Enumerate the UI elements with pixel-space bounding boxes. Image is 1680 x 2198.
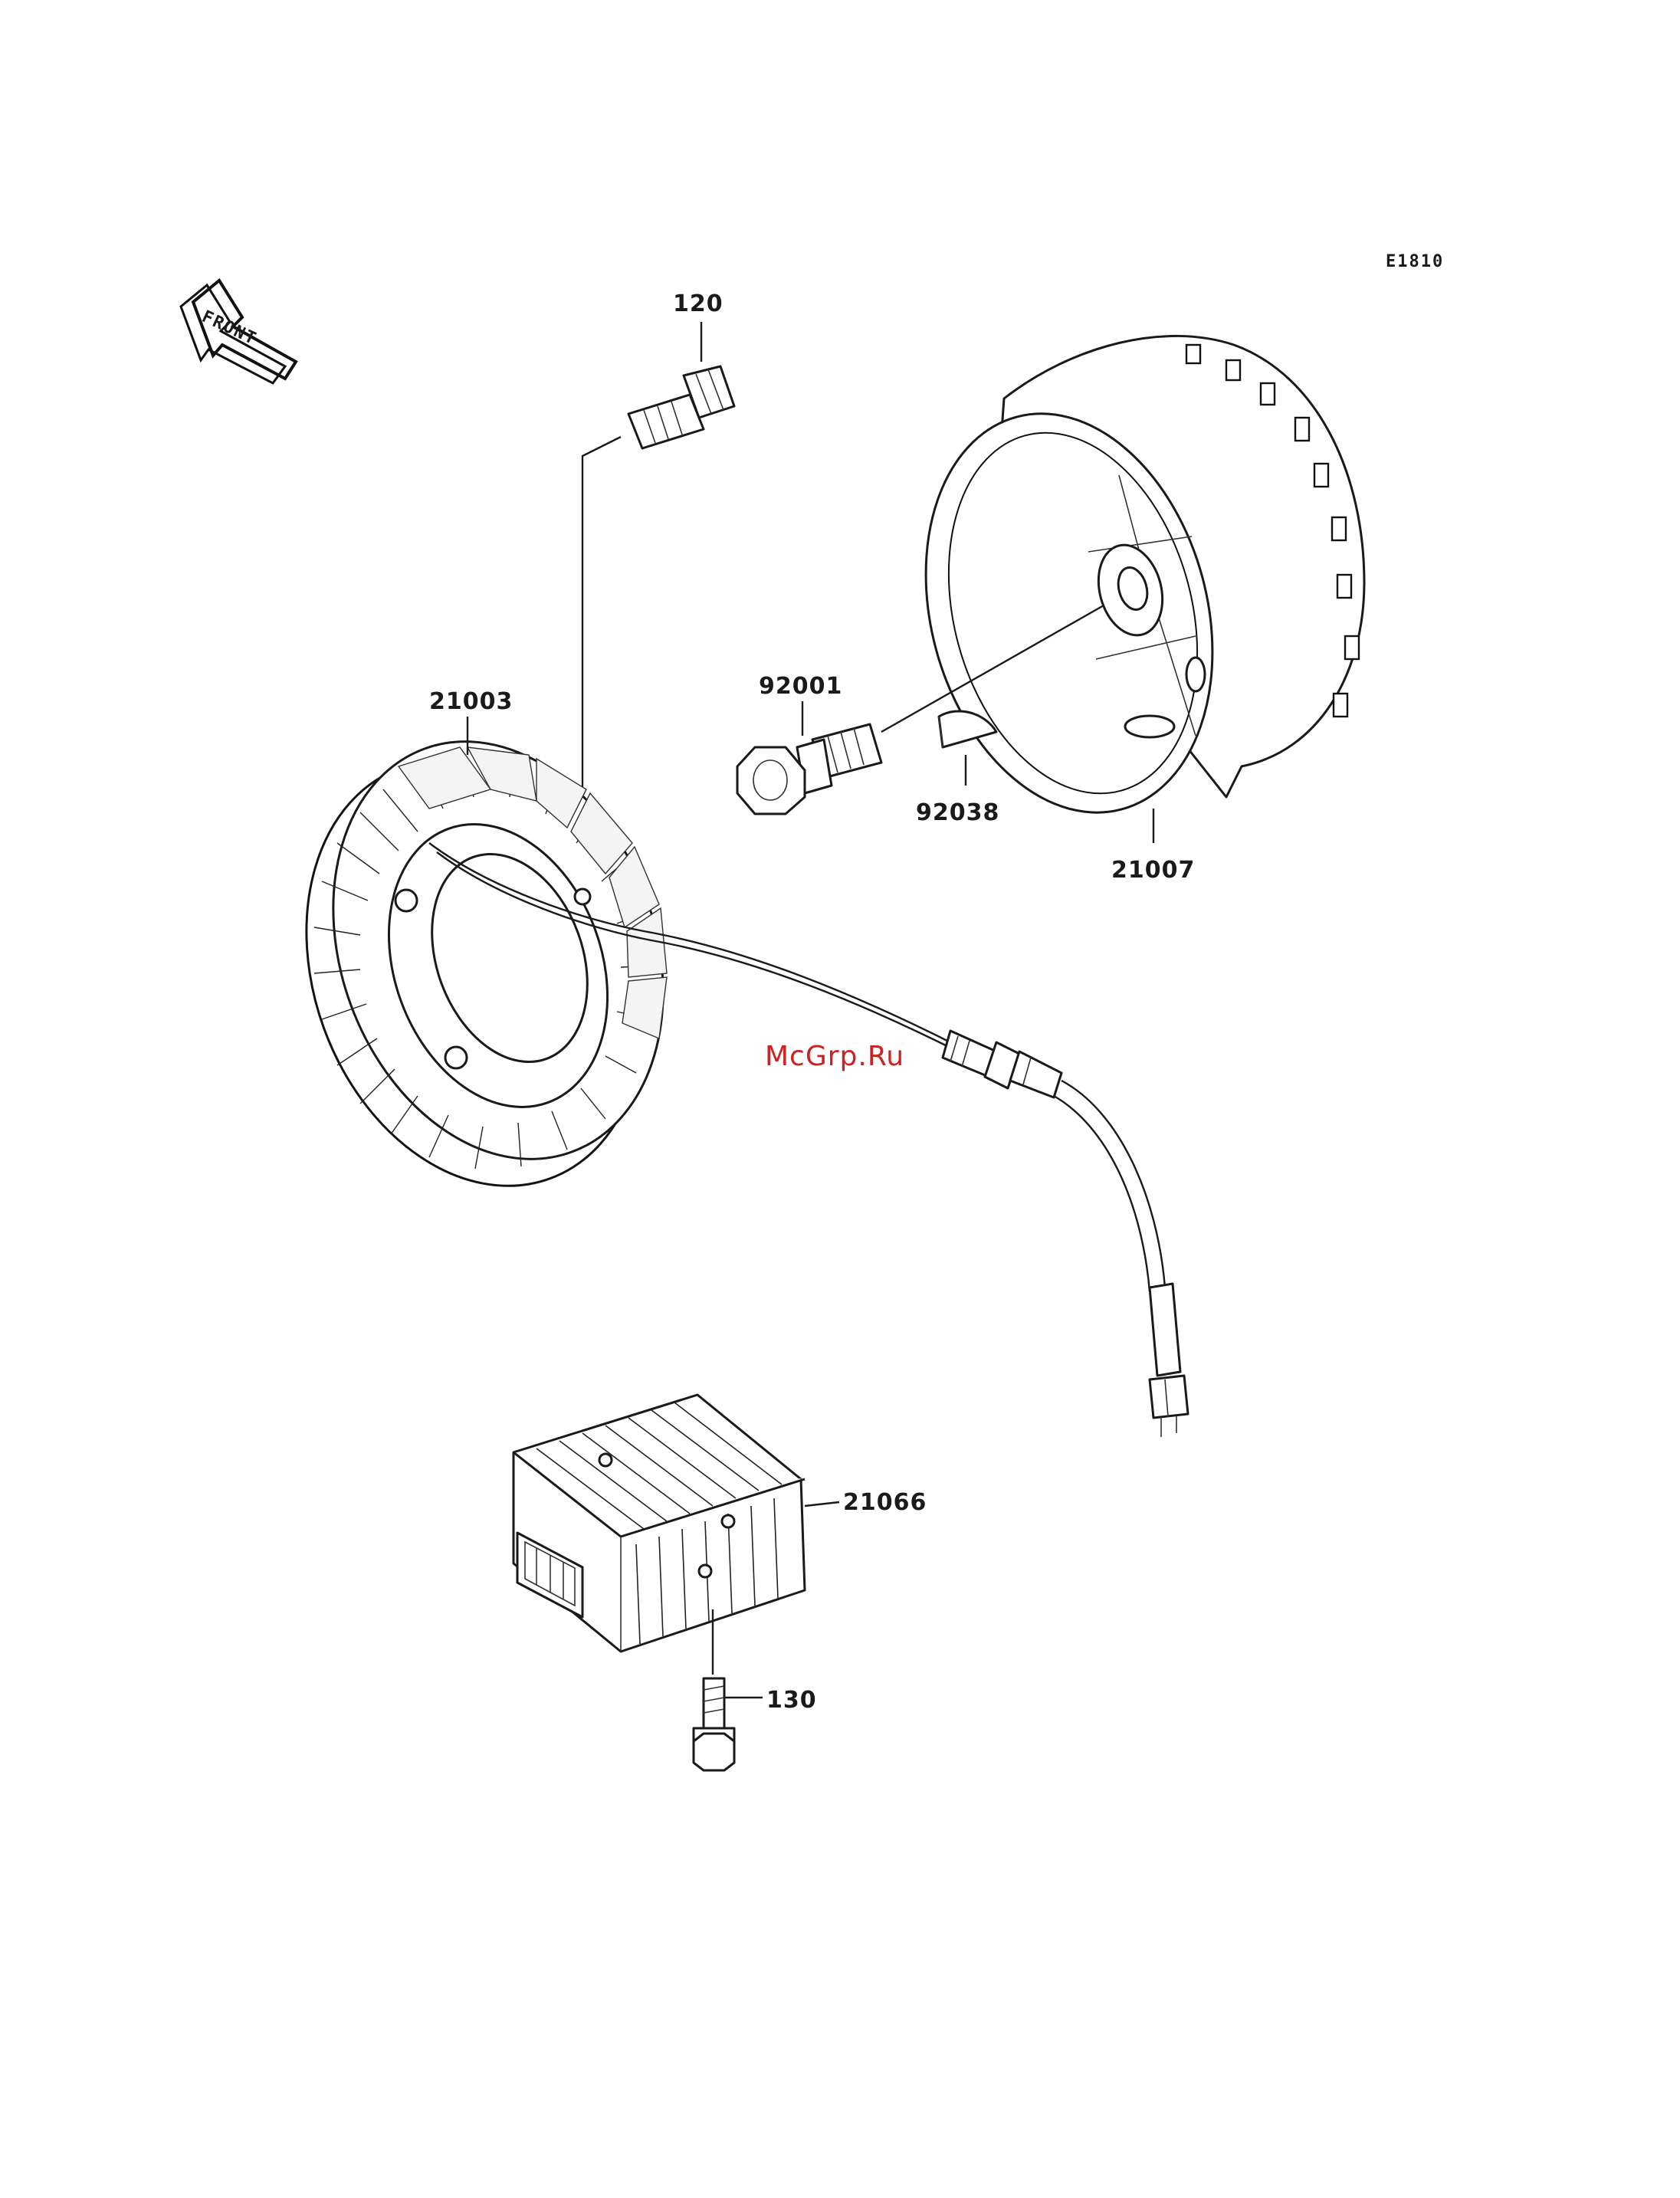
label-92038: 92038 bbox=[916, 799, 999, 826]
label-21066: 21066 bbox=[843, 1489, 927, 1516]
bolt-92001 bbox=[737, 724, 881, 814]
front-arrow-icon: FRONT bbox=[181, 280, 296, 383]
label-120: 120 bbox=[673, 290, 724, 317]
stator-21003 bbox=[249, 695, 719, 1234]
bolt-120 bbox=[628, 366, 734, 448]
label-21003: 21003 bbox=[429, 688, 513, 715]
rotor-21007 bbox=[884, 336, 1364, 845]
regulator-21066 bbox=[514, 1395, 805, 1652]
watermark: McGrp.Ru bbox=[765, 1041, 904, 1072]
diagram-code: E1810 bbox=[1386, 252, 1444, 271]
bolt-130 bbox=[694, 1678, 734, 1770]
label-92001: 92001 bbox=[759, 673, 842, 700]
label-21007: 21007 bbox=[1111, 857, 1195, 884]
label-130: 130 bbox=[766, 1687, 817, 1714]
